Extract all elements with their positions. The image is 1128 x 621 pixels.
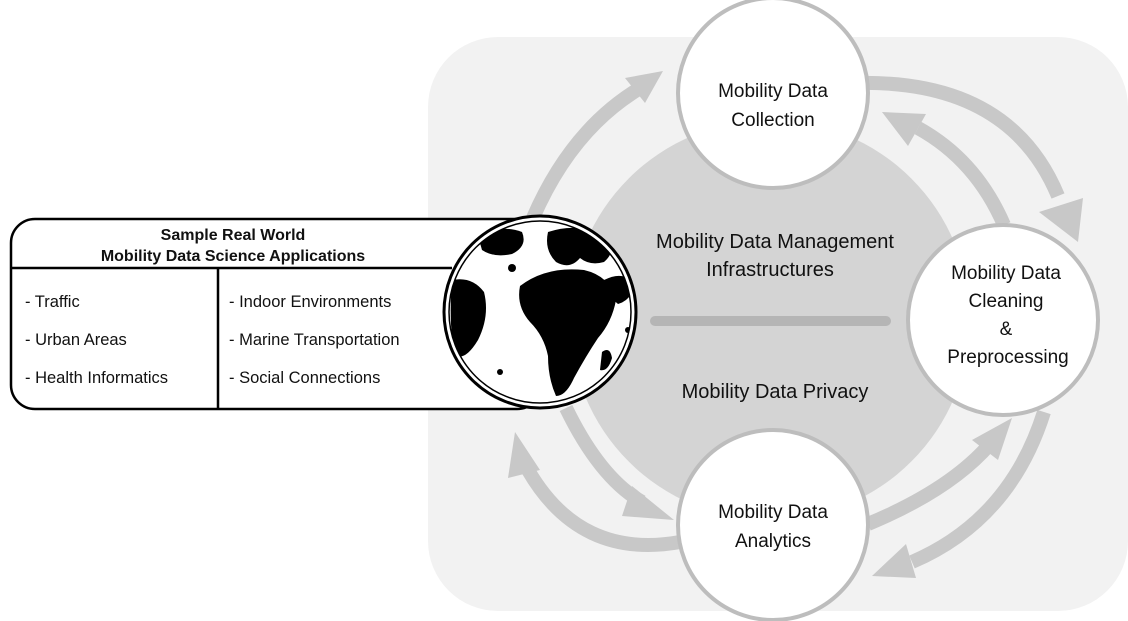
- cleaning-label-line1: Mobility Data: [951, 263, 1061, 284]
- arrow-cleaning-to-collection: [914, 121, 1011, 228]
- application-item: - Marine Transportation: [229, 331, 400, 349]
- arrow-head-collection: [625, 71, 663, 103]
- cycle-arrows: [508, 71, 1083, 578]
- collection-label-line2: Collection: [731, 110, 814, 131]
- application-item: - Social Connections: [229, 369, 380, 387]
- node-analytics: Mobility Data Analytics: [676, 428, 870, 621]
- applications-panel: Sample Real World Mobility Data Science …: [9, 217, 543, 411]
- application-item: - Health Informatics: [25, 369, 168, 387]
- panel-title-line2: Mobility Data Science Applications: [101, 248, 365, 265]
- arrow-cleaning-to-analytics: [909, 409, 1051, 569]
- arrow-head-cleaning: [1039, 198, 1083, 242]
- arrow-head-analytics-left: [622, 486, 674, 520]
- arrow-head-analytics: [872, 544, 916, 578]
- globe-icon: [442, 214, 638, 410]
- application-item: - Traffic: [25, 293, 80, 311]
- application-item: - Urban Areas: [25, 331, 127, 349]
- analytics-circle: [676, 428, 870, 621]
- analytics-label-line2: Analytics: [735, 531, 811, 552]
- arrow-analytics-to-cleaning: [865, 439, 996, 531]
- cleaning-label-line2: Cleaning: [969, 291, 1044, 312]
- core-title-line1: Mobility Data Management: [656, 231, 894, 253]
- arrow-analytics-to-globe: [521, 466, 682, 552]
- arrow-head-globe: [508, 432, 540, 478]
- arrow-globe-to-collection: [526, 80, 646, 221]
- core-title-line2: Infrastructures: [706, 259, 834, 281]
- application-item: - Indoor Environments: [229, 293, 391, 311]
- collection-circle: [676, 0, 870, 190]
- node-cleaning: Mobility Data Cleaning & Preprocessing: [906, 223, 1100, 417]
- cleaning-label-line4: Preprocessing: [947, 347, 1068, 368]
- cleaning-label-line3: &: [1000, 319, 1013, 340]
- arrow-collection-to-cleaning: [857, 75, 1065, 199]
- node-collection: Mobility Data Collection: [676, 0, 870, 190]
- analytics-label-line1: Mobility Data: [718, 502, 828, 523]
- core-privacy-label: Mobility Data Privacy: [682, 381, 869, 403]
- panel-title-line1: Sample Real World: [161, 227, 306, 244]
- collection-label-line1: Mobility Data: [718, 81, 828, 102]
- cleaning-circle: [906, 223, 1100, 417]
- arrow-head-collection-return: [882, 112, 926, 146]
- arrow-head-cleaning-return: [972, 418, 1012, 460]
